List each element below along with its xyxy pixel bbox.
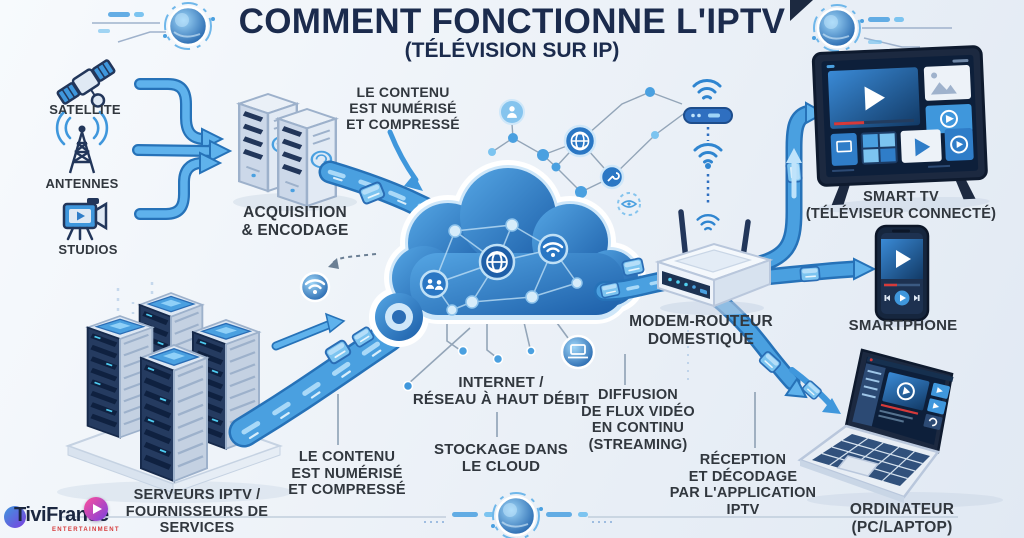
decor-bottom [62, 491, 958, 538]
logo-circle-icon [4, 506, 26, 528]
laptop-node-icon [560, 334, 596, 370]
source-arrows [132, 78, 233, 220]
satellite-icon [56, 59, 116, 108]
smart-tv-icon [811, 45, 990, 213]
cloud-icon [369, 160, 646, 347]
antennes-label: ANTENNES [45, 176, 119, 191]
stream-servers-to-cloud [228, 312, 404, 448]
logo-tagline: ENTERTAINMENT [52, 527, 120, 533]
modem-label: MODEM-ROUTEUR DOMESTIQUE [629, 313, 773, 348]
acquisition-label: ACQUISITION & ENCODAGE [241, 204, 349, 239]
decor-top-left [92, 1, 217, 51]
circuit-node [402, 380, 414, 392]
infographic-title: COMMENT FONCTIONNE L'IPTV [238, 2, 786, 41]
content-digitized-bottom-label: LE CONTENU EST NUMÉRISÉ ET COMPRESSÉ [288, 449, 406, 499]
acquisition-servers [233, 94, 357, 211]
content-digitized-arrow [387, 129, 423, 191]
studios-label: STUDIOS [58, 242, 118, 257]
smartphone-label: SMARTPHONE [848, 317, 958, 334]
circuit-node [526, 346, 536, 356]
decor-top-right [790, 0, 952, 53]
infographic-subtitle: (TÉLÉVISION SUR IP) [404, 39, 620, 62]
circuit-node [457, 345, 469, 357]
internet-label: INTERNET / RÉSEAU À HAUT DÉBIT [412, 374, 590, 409]
circuit-node [492, 353, 504, 365]
router-icon [654, 209, 774, 315]
content-digitized-top-label: LE CONTENU EST NUMÉRISÉ ET COMPRESSÉ [346, 84, 460, 132]
video-camera-icon [62, 198, 108, 241]
laptop-icon [797, 348, 1003, 508]
diffusion-label: DIFFUSION DE FLUX VIDÉO EN CONTINU (STRE… [581, 387, 695, 453]
ordinateur-label: ORDINATEUR (PC/LAPTOP) [849, 501, 955, 536]
iptv-server-cluster [57, 293, 293, 503]
reception-label: RÉCEPTION ET DÉCODAGE PAR L'APPLICATION … [669, 452, 817, 518]
wifi-node-left [299, 253, 377, 303]
label-connectors [337, 354, 756, 448]
eye-icon [617, 192, 641, 216]
tivifrance-logo: TiviFrance ENTERTAINMENT [4, 496, 154, 536]
satellite-label: SATELLITE [49, 102, 121, 117]
stockage-label: STOCKAGE DANS LE CLOUD [433, 441, 568, 476]
smartphone-icon [873, 224, 933, 327]
antenna-icon [55, 110, 109, 174]
wifi-signal-chain [683, 78, 733, 231]
pipe-to-smart-tv [743, 101, 827, 275]
serveurs-label: SERVEURS IPTV / FOURNISSEURS DE SERVICES [125, 487, 269, 537]
smart-tv-label: SMART TV (TÉLÉVISEUR CONNECTÉ) [805, 189, 997, 222]
play-icon [84, 497, 108, 521]
